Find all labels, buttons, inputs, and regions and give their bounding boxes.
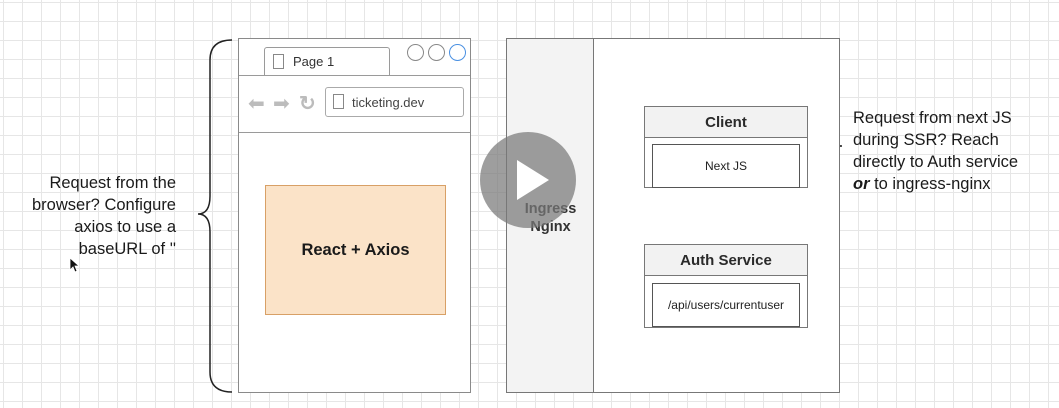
browser-tabstrip: Page 1 (239, 39, 470, 76)
window-button-1[interactable] (407, 44, 424, 61)
window-button-3[interactable] (449, 44, 466, 61)
forward-arrow-icon[interactable]: ➡ (273, 93, 290, 115)
left-note-line-2: browser? Configure (32, 196, 176, 214)
left-brace (197, 39, 233, 393)
play-icon (517, 160, 549, 200)
reload-icon[interactable]: ↻ (299, 93, 316, 115)
right-note-emphasis: or (853, 175, 870, 193)
browser-nav-row: ⬅ ➡ ↻ ticketing.dev (239, 76, 470, 133)
page-icon (273, 54, 284, 69)
react-axios-box: React + Axios (265, 185, 446, 315)
right-note-line-4: or to ingress-nginx (853, 173, 1053, 195)
cluster-box: Ingress Nginx Client Next JS Auth Servic… (506, 38, 840, 393)
window-button-2[interactable] (428, 44, 445, 61)
page-icon (333, 94, 344, 109)
react-axios-label: React + Axios (301, 240, 410, 259)
left-note: Request from the browser? Configure axio… (0, 172, 176, 260)
right-note-line-2: during SSR? Reach (853, 131, 999, 149)
mouse-cursor-icon (69, 257, 81, 273)
tab-label: Page 1 (293, 54, 335, 69)
client-inner-box: Next JS (652, 144, 800, 188)
right-note: Request from next JS during SSR? Reach d… (853, 107, 1053, 195)
auth-inner-label: /api/users/currentuser (667, 298, 785, 312)
client-inner-label: Next JS (704, 159, 747, 173)
browser-tab[interactable]: Page 1 (264, 47, 390, 76)
client-title: Client (645, 107, 807, 138)
url-text: ticketing.dev (352, 95, 425, 110)
back-arrow-icon[interactable]: ⬅ (248, 93, 265, 115)
play-button[interactable] (480, 132, 576, 228)
right-note-line-4-rest: to ingress-nginx (869, 175, 991, 193)
left-note-line-3: axios to use a (74, 218, 176, 236)
url-bar[interactable]: ticketing.dev (325, 87, 464, 117)
auth-service: Auth Service /api/users/currentuser (644, 244, 808, 328)
left-note-line-1: Request from the (49, 174, 176, 192)
client-service: Client Next JS (644, 106, 808, 188)
browser-window: Page 1 ⬅ ➡ ↻ ticketing.dev React + Axios (238, 38, 471, 393)
auth-title: Auth Service (645, 245, 807, 276)
left-note-line-4: baseURL of '' (78, 240, 176, 258)
tab-divider (239, 75, 470, 76)
right-note-line-3: directly to Auth service (853, 153, 1019, 171)
auth-inner-box: /api/users/currentuser (652, 283, 800, 327)
right-note-line-1: Request from next JS (853, 109, 1012, 127)
